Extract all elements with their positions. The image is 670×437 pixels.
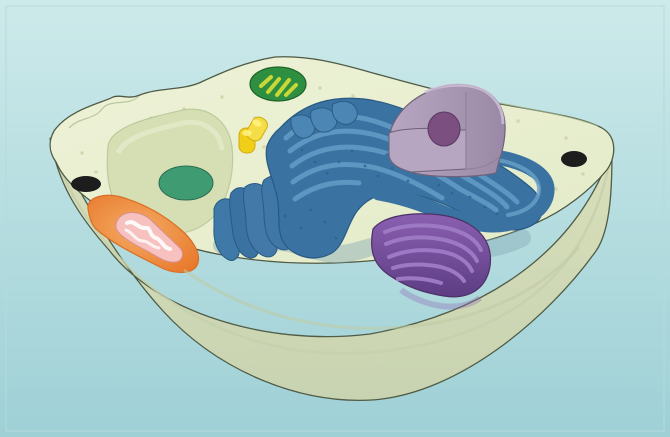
left-membrane-pore [71,176,101,192]
nucleolus [428,112,460,146]
vesicle [159,166,213,200]
right-membrane-pore [561,151,587,167]
